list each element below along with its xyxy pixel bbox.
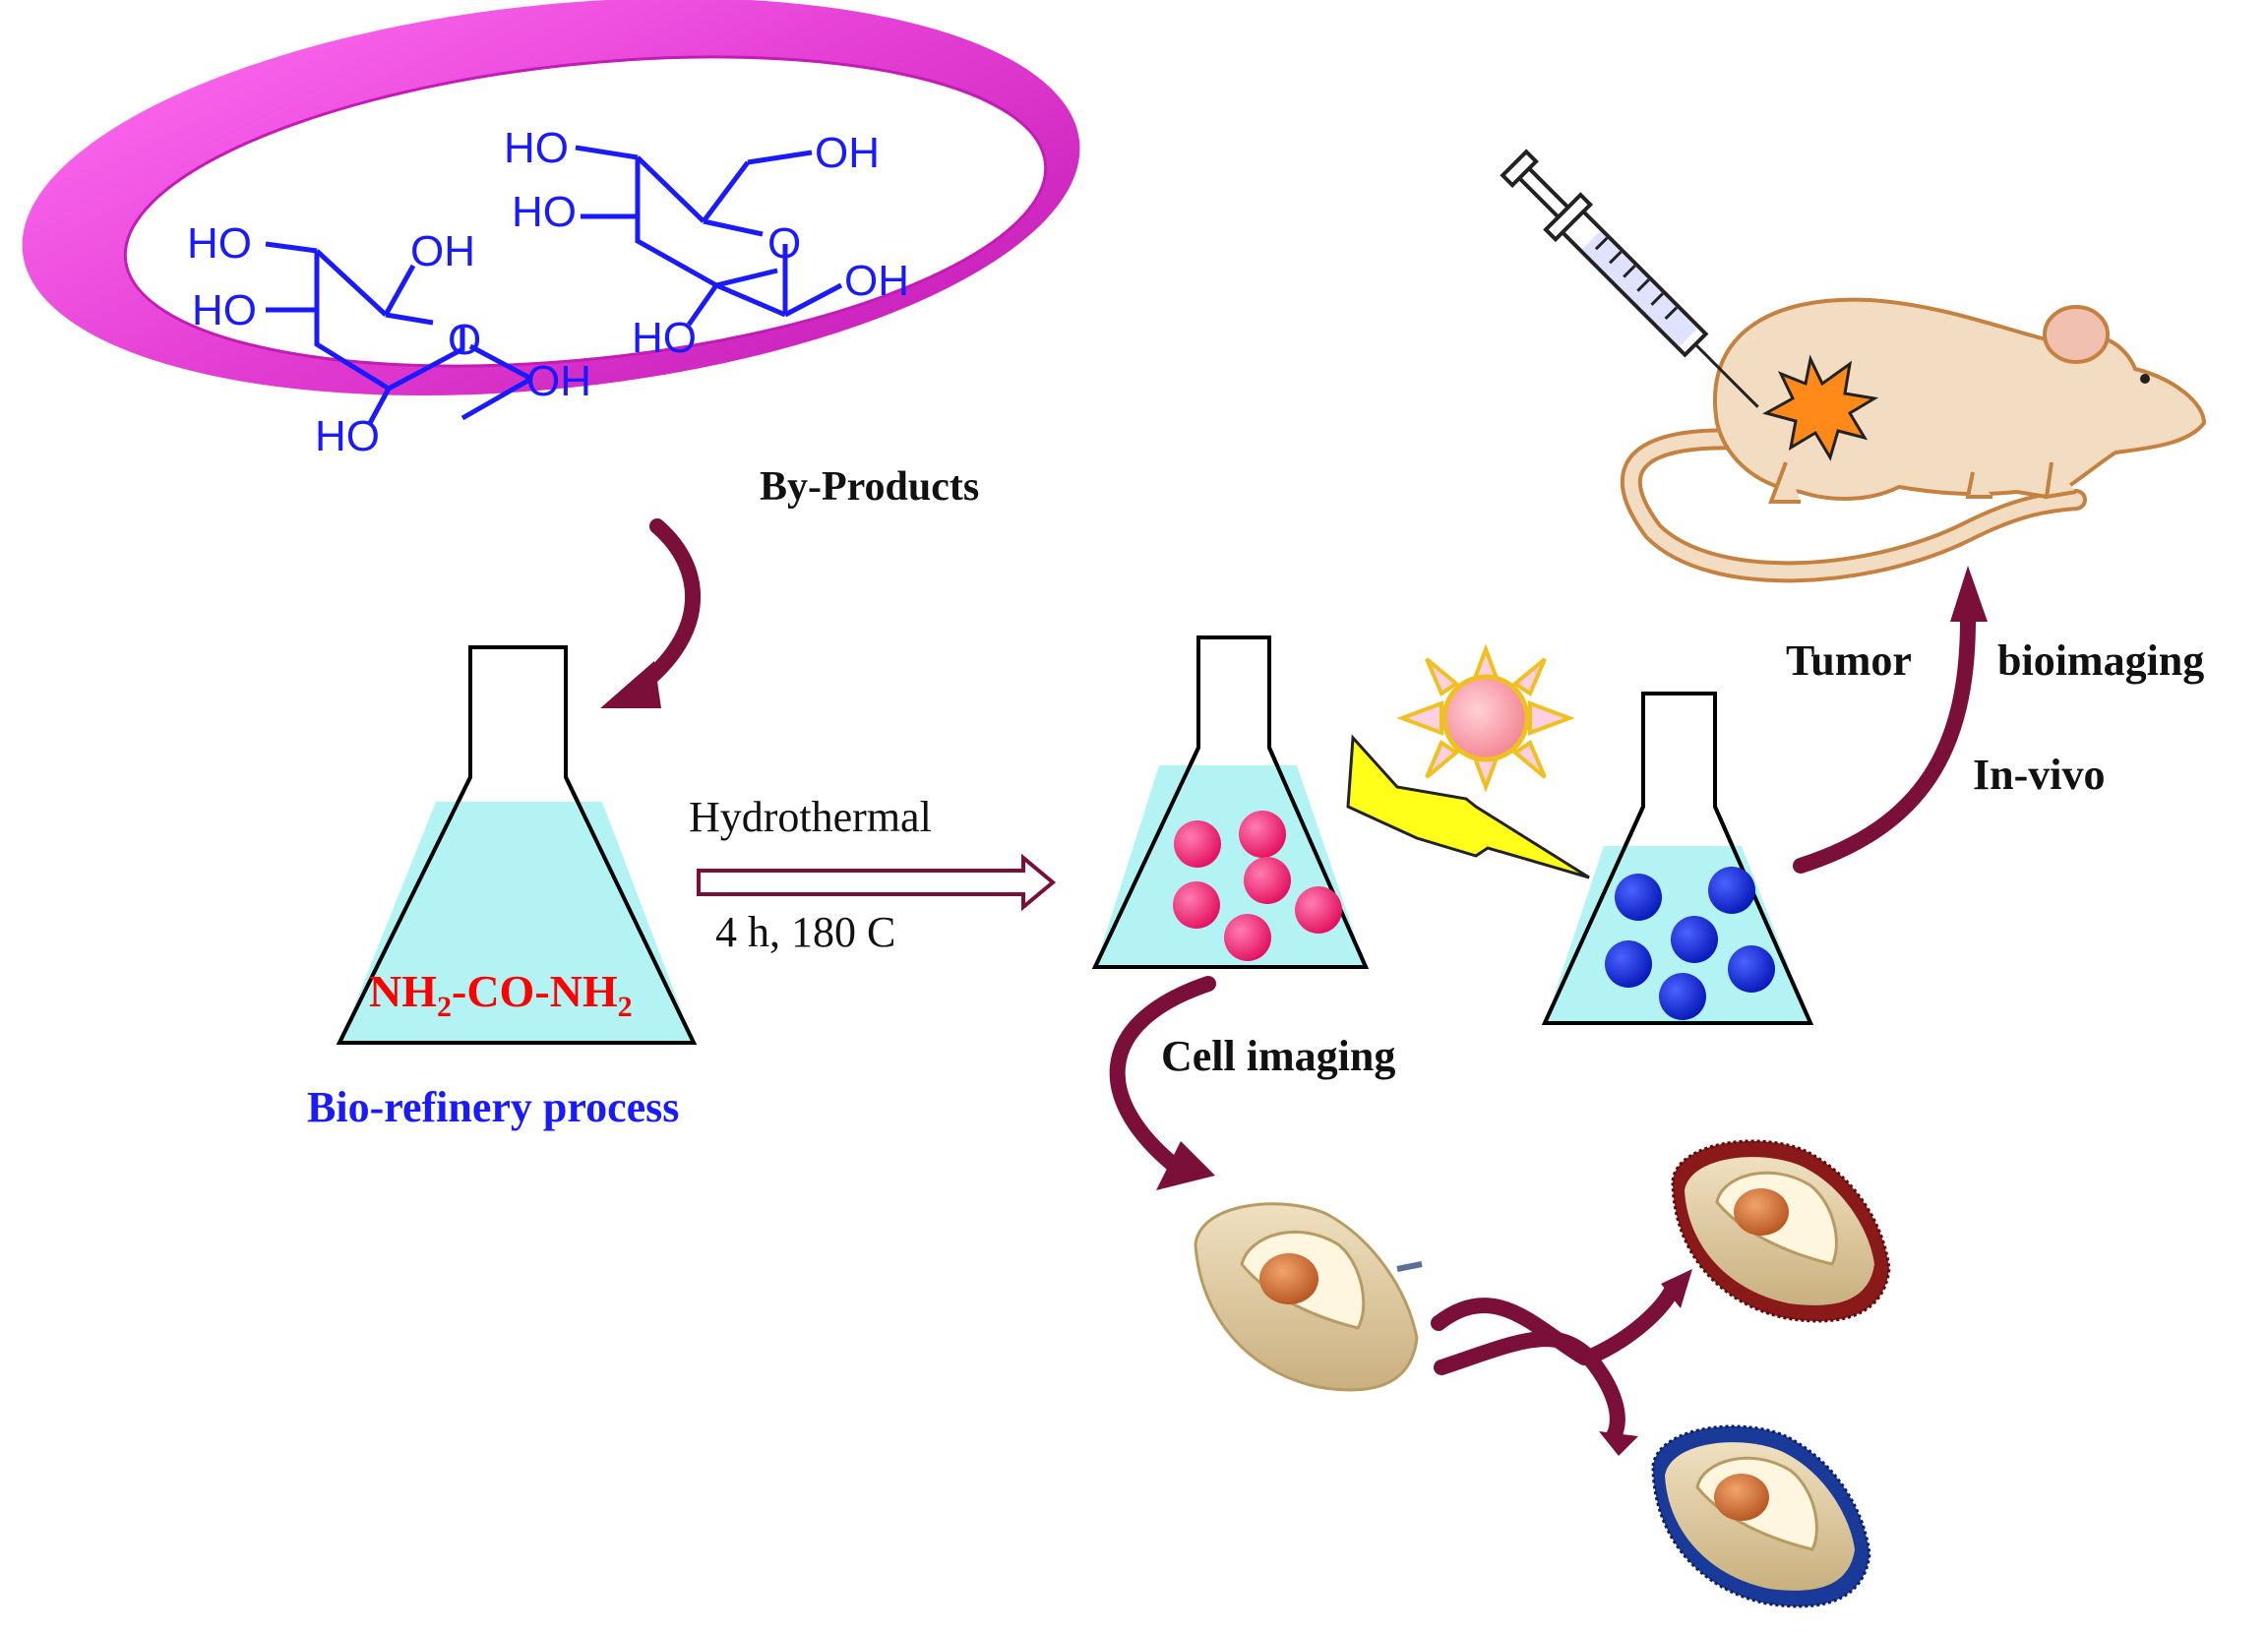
sugar-molecule-2 [575,145,843,327]
lightning-icon [1346,734,1590,879]
ho-label: HO [504,124,569,172]
bioimaging-label: bioimaging [1997,636,2204,685]
cell-imaging-label: Cell imaging [1161,1032,1395,1080]
cell-plain [1194,1202,1419,1392]
byproducts-ellipse [22,0,1080,395]
sugar-molecule-1 [265,241,533,427]
ho-label: HO [632,314,697,362]
ho-label: HO [512,188,577,236]
cell-red-labeled [1671,1139,1891,1323]
oh-label: OH [410,227,475,275]
sun-icon [1396,643,1575,793]
tumor-label: Tumor [1786,636,1912,685]
hollow-arrow [697,853,1057,912]
flask-blue-dots [1541,692,1814,1025]
byproducts-label: By-Products [760,464,979,510]
mouse-illustration [1620,297,2207,583]
curved-arrow-invivo [1793,566,1988,874]
ho-label: HO [187,219,252,268]
urea-formula: NH2-CO-NH2 [369,966,633,1023]
invivo-label: In-vivo [1973,751,2105,799]
cell-blue-labeled [1651,1424,1871,1608]
ho-label: HO [192,286,257,334]
bio-refinery-label: Bio-refinery process [307,1083,679,1131]
oh-label: OH [844,257,909,305]
probe-mark [1396,1261,1423,1272]
flask-pink-dots [1091,635,1370,969]
oh-label: OH [815,129,880,177]
conditions-label: 4 h, 180 C [715,908,895,956]
flask-urea [336,645,698,1045]
ho-label: HO [315,412,380,460]
curved-arrow-cell [1109,976,1216,1190]
hydrothermal-label: Hydrothermal [689,793,932,841]
oh-label: OH [526,357,591,405]
syringe-icon [1500,149,1759,408]
split-arrow [1431,1269,1692,1456]
ring-o-label: O [448,316,481,364]
curved-arrow-1 [600,518,702,708]
ring-o-label: O [767,219,801,268]
